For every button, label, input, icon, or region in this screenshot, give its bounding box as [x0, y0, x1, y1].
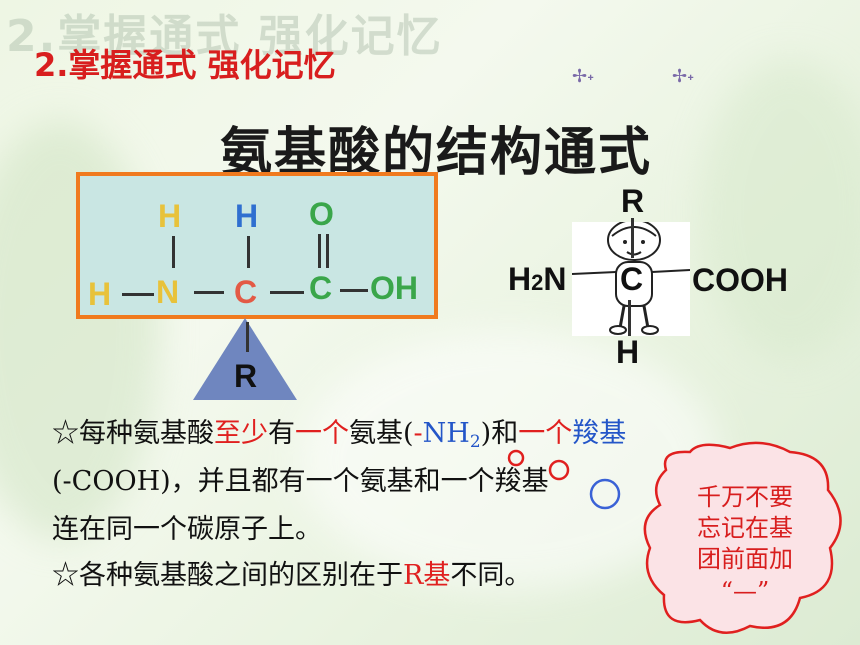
- bond-vertical: [628, 300, 631, 336]
- marker-circle-icon: [548, 459, 570, 481]
- r-group-triangle: [193, 318, 297, 400]
- text-line-2: (-COOH)，并且都有一个氨基和一个羧基: [52, 466, 549, 497]
- highlight-r-group: R基: [403, 560, 451, 591]
- bond-vertical: [247, 236, 250, 268]
- text-line-3: 连在同一个碳原子上。: [52, 514, 322, 545]
- marker-circle-icon: [507, 449, 525, 467]
- atom-o-top: O: [309, 196, 334, 232]
- atom-h-top-mid: H: [235, 198, 259, 234]
- highlight-at-least: 至少: [214, 418, 268, 449]
- atom-oh: OH: [370, 270, 418, 306]
- bond-horizontal: [122, 293, 154, 296]
- text-line-1: ☆每种氨基酸至少有一个氨基(-NH2)和一个羧基: [52, 418, 627, 452]
- slide-label: 2.掌握通式 强化记忆: [34, 46, 336, 84]
- kid-atom-r: R: [621, 183, 645, 219]
- bond-vertical: [172, 236, 175, 268]
- sparkle-icon: ✢˖: [672, 66, 695, 87]
- bond-horizontal: [340, 289, 368, 292]
- structural-formula-box: [76, 172, 438, 319]
- bond-horizontal: [194, 291, 224, 294]
- kid-atom-c: C: [620, 261, 644, 297]
- speech-bubble-shape: [643, 441, 842, 634]
- kid-figure-icon: [571, 219, 691, 335]
- bond-vertical: [246, 322, 249, 352]
- background-glow: [700, 60, 860, 360]
- sparkle-icon: ✢˖: [572, 66, 595, 87]
- bond-double: [318, 234, 321, 268]
- atom-n: N: [156, 274, 180, 310]
- kid-atom-h: H: [616, 334, 640, 370]
- bond-vertical: [631, 218, 634, 258]
- atom-h-top-left: H: [158, 198, 182, 234]
- atom-c-alpha: C: [234, 274, 258, 310]
- text-line-4: ☆各种氨基酸之间的区别在于R基不同。: [52, 560, 532, 591]
- bond-horizontal: [270, 291, 304, 294]
- watermark-heading: 2.掌握通式 强化记忆: [6, 11, 443, 62]
- atom-h: H: [88, 276, 112, 312]
- atom-r: R: [234, 358, 258, 394]
- speech-bubble-text: 千万不要 忘记在基 团前面加 “—”: [697, 483, 793, 605]
- kid-atom-cooh: COOH: [692, 262, 788, 298]
- kid-atom-h2n: H2N: [508, 261, 567, 297]
- atom-c-carboxyl: C: [309, 270, 333, 306]
- bond-double: [326, 234, 329, 268]
- marker-circle-icon: [589, 478, 621, 510]
